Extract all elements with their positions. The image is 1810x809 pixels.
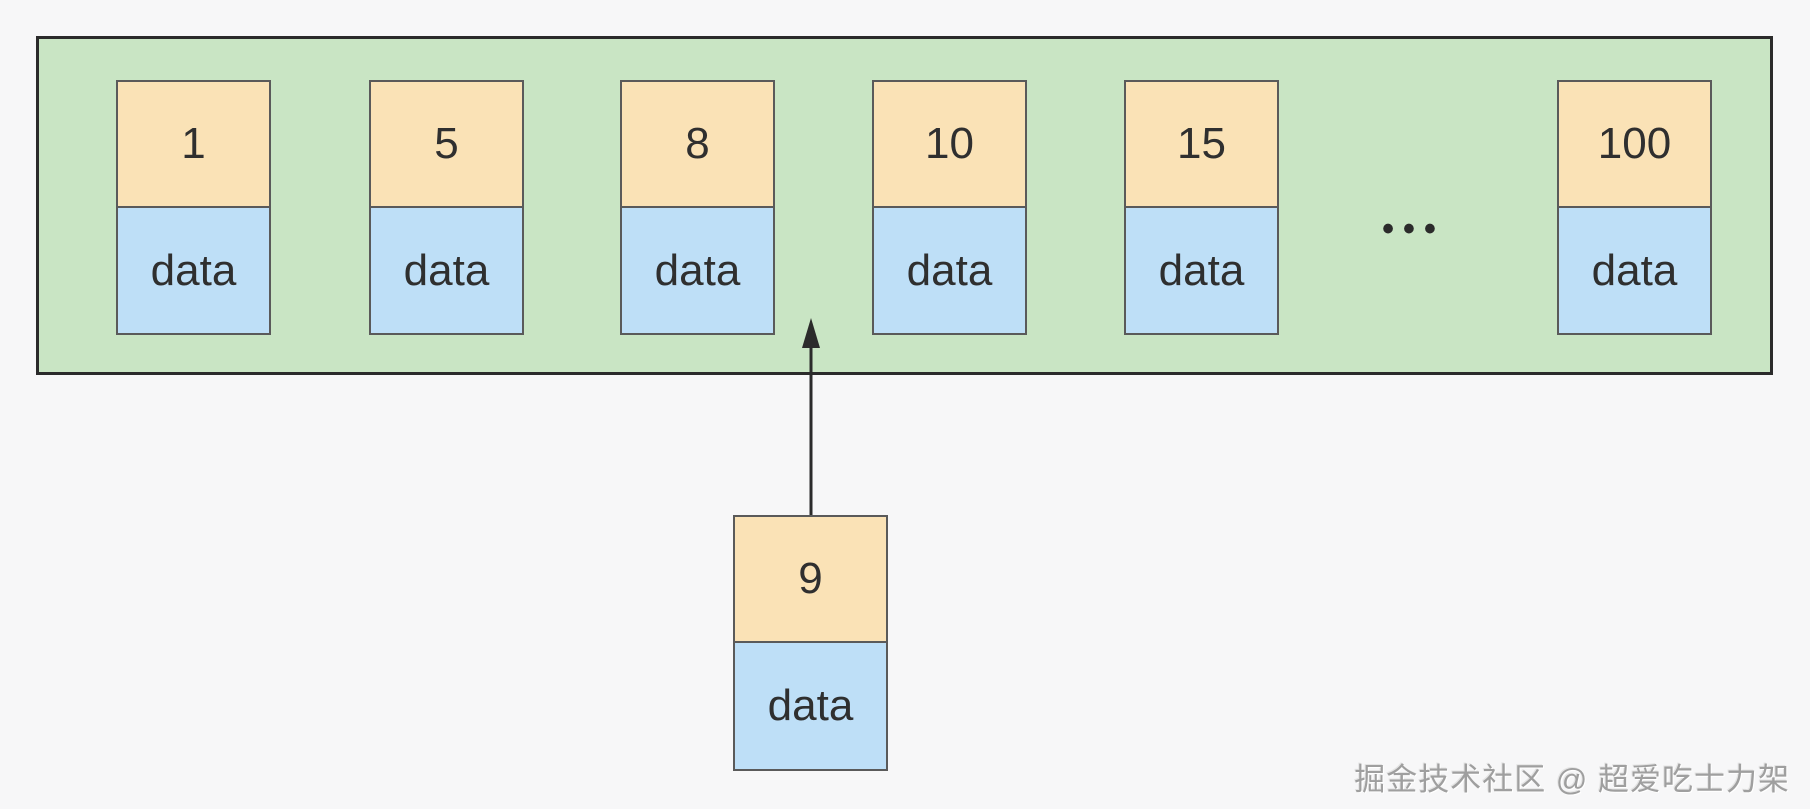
list-node-1: 1 data: [116, 80, 271, 335]
list-node-100: 100 data: [1557, 80, 1712, 335]
node-key: 9: [733, 515, 888, 643]
node-data: data: [620, 206, 775, 335]
ellipsis: •••: [1382, 209, 1445, 248]
node-key: 1: [116, 80, 271, 208]
node-key: 8: [620, 80, 775, 208]
node-data: data: [1557, 206, 1712, 335]
node-data: data: [872, 206, 1027, 335]
watermark-text: 掘金技术社区 @ 超爱吃士力架: [1354, 762, 1790, 797]
list-node-8: 8 data: [620, 80, 775, 335]
node-key: 10: [872, 80, 1027, 208]
insert-arrow-icon: [802, 318, 820, 515]
node-key: 15: [1124, 80, 1279, 208]
sorted-list-container: 1 data 5 data 8 data 10 data 15 data •••…: [36, 36, 1773, 375]
node-data: data: [369, 206, 524, 335]
node-key: 5: [369, 80, 524, 208]
node-data: data: [1124, 206, 1279, 335]
list-node-15: 15 data: [1124, 80, 1279, 335]
list-node-5: 5 data: [369, 80, 524, 335]
inserted-node-9: 9 data: [733, 515, 888, 771]
node-key: 100: [1557, 80, 1712, 208]
list-node-10: 10 data: [872, 80, 1027, 335]
node-data: data: [733, 641, 888, 771]
node-data: data: [116, 206, 271, 335]
